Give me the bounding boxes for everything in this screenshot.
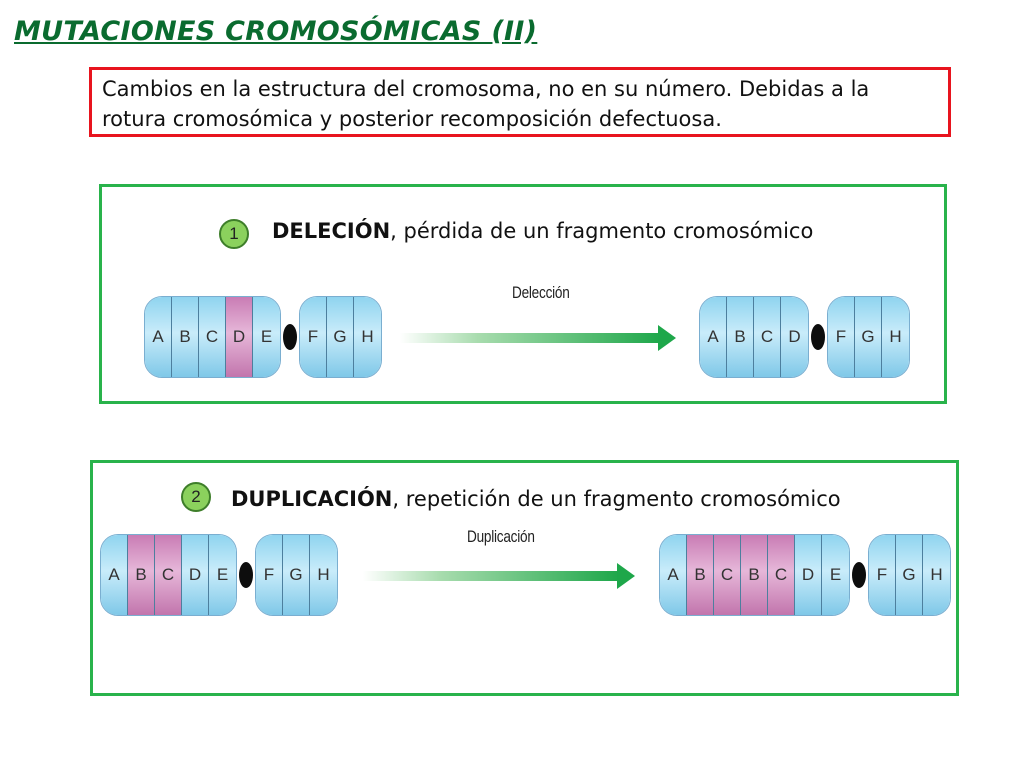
gene-segment: B [727,297,754,377]
gene-segment: H [310,535,337,615]
gene-segment: C [199,297,226,377]
deletion-description: , pérdida de un fragmento cromosómico [390,219,814,243]
deletion-panel: 1 DELECIÓN, pérdida de un fragmento crom… [99,184,947,404]
gene-segment: G [855,297,882,377]
gene-segment: B [172,297,199,377]
step-badge-2: 2 [181,482,211,512]
duplication-heading: DUPLICACIÓN, repetición de un fragmento … [231,487,841,511]
gene-segment: F [256,535,283,615]
gene-segment: A [145,297,172,377]
page-title: MUTACIONES CROMOSÓMICAS (II) [14,16,538,47]
gene-segment: G [327,297,354,377]
intro-box: Cambios en la estructura del cromosoma, … [89,67,951,137]
deletion-term: DELECIÓN [272,219,391,243]
deletion-arrow [400,325,676,351]
gene-segment: E [209,535,236,615]
centromere [811,324,825,350]
gene-segment: H [882,297,909,377]
gene-segment: E [253,297,280,377]
gene-segment: A [101,535,128,615]
gene-segment: D [182,535,209,615]
gene-segment: A [700,297,727,377]
deletion-heading: DELECIÓN, pérdida de un fragmento cromos… [272,219,813,243]
centromere [852,562,866,588]
gene-segment: D [226,297,253,377]
gene-segment: C [768,535,795,615]
gene-segment: F [828,297,855,377]
gene-segment: H [354,297,381,377]
gene-segment: B [687,535,714,615]
gene-segment: E [822,535,849,615]
gene-segment: A [660,535,687,615]
duplication-description: , repetición de un fragmento cromosómico [392,487,841,511]
gene-segment: C [155,535,182,615]
duplication-panel: 2 DUPLICACIÓN, repetición de un fragment… [90,460,959,696]
gene-segment: B [741,535,768,615]
gene-segment: F [869,535,896,615]
gene-segment: H [923,535,950,615]
gene-segment: C [714,535,741,615]
gene-segment: C [754,297,781,377]
gene-segment: F [300,297,327,377]
gene-segment: G [283,535,310,615]
gene-segment: D [795,535,822,615]
gene-segment: D [781,297,808,377]
duplication-term: DUPLICACIÓN [231,487,393,511]
gene-segment: B [128,535,155,615]
centromere [283,324,297,350]
centromere [239,562,253,588]
duplication-arrow-label: Duplicación [467,527,535,546]
gene-segment: G [896,535,923,615]
step-badge-1: 1 [219,219,249,249]
duplication-arrow [363,563,635,589]
deletion-arrow-label: Delección [512,283,570,302]
